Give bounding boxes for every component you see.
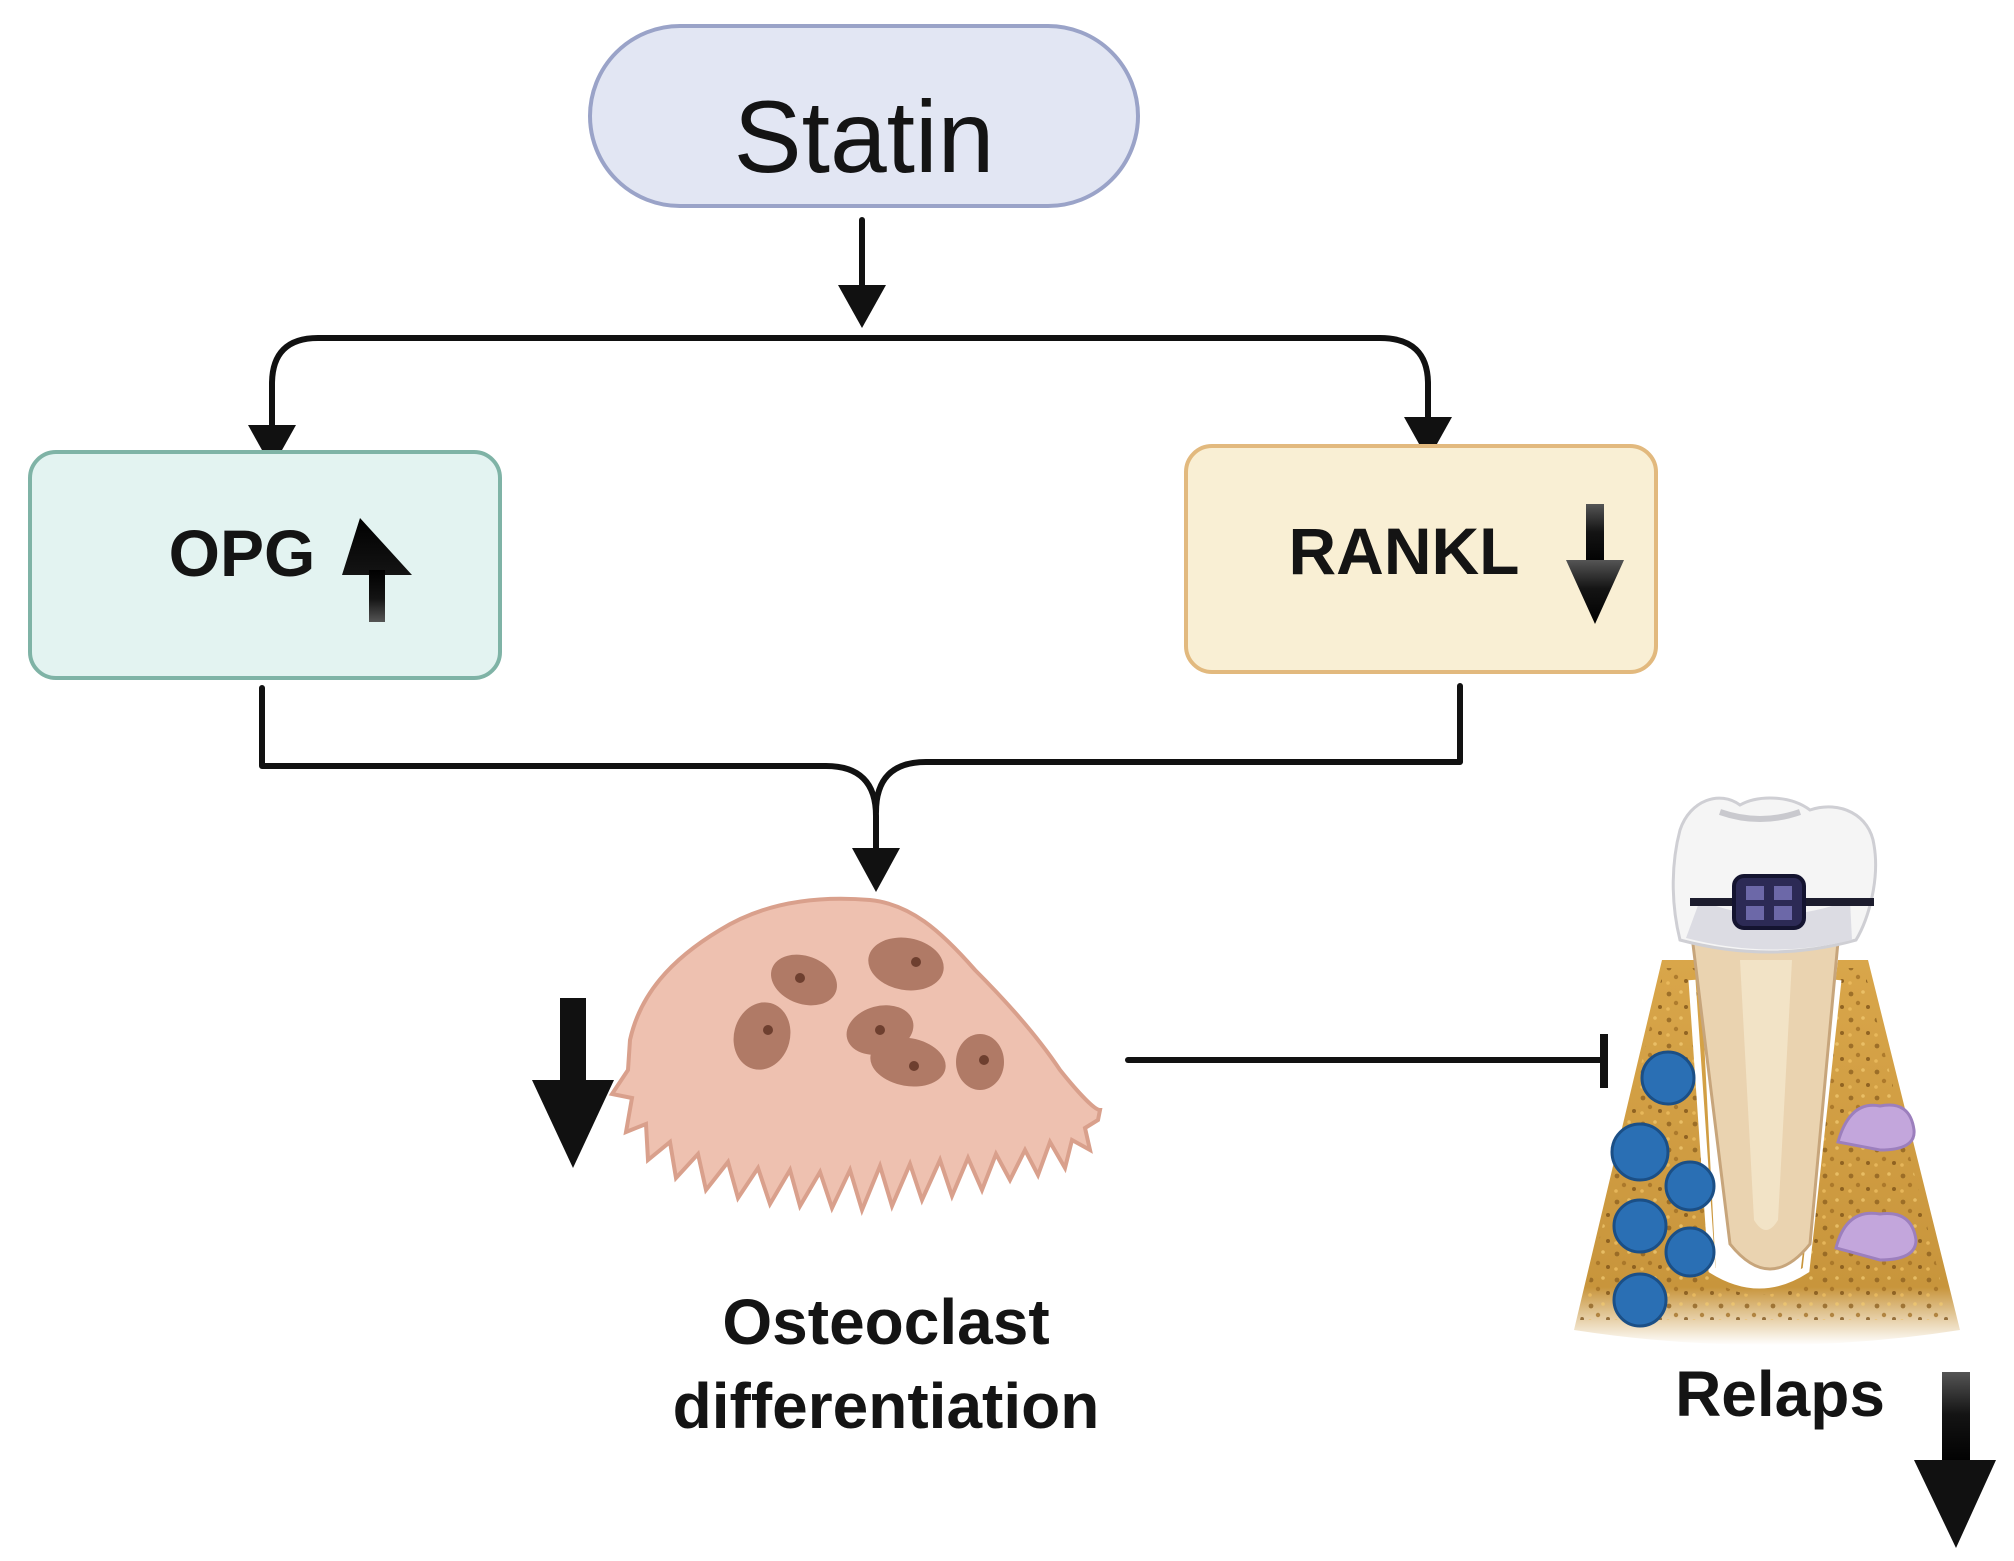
statin-box [588,24,1140,208]
rankl-label: RANKL [1289,514,1520,588]
tooth-bone-icon [1574,796,1960,1345]
osteoclast-label-line2: differentiation [673,1370,1100,1442]
opg-label: OPG [169,516,316,590]
arrowhead-to-opg [248,425,296,468]
rankl-box [1184,444,1658,674]
branch-connector [248,335,1452,468]
down-arrow-icon [1566,504,1624,624]
up-arrow-icon [342,518,412,622]
osteoclast-down-arrow-icon [532,998,614,1168]
inhibition-line [1125,1034,1608,1088]
osteoclast-cell-icon [608,896,1103,1216]
statin-down-arrow [838,217,886,328]
arrowhead-to-osteoclast [852,848,900,892]
relaps-down-arrow-icon [1914,1372,1996,1548]
merge-connector [259,683,1463,892]
arrowhead-to-rankl [1404,417,1452,460]
relaps-label: Relaps [1675,1358,1885,1430]
osteoclast-label-line1: Osteoclast [722,1286,1049,1358]
opg-node: OPG [28,450,502,680]
rankl-node: RANKL [1184,444,1658,674]
statin-label: Statin [734,80,995,194]
statin-node: Statin [588,24,1140,208]
